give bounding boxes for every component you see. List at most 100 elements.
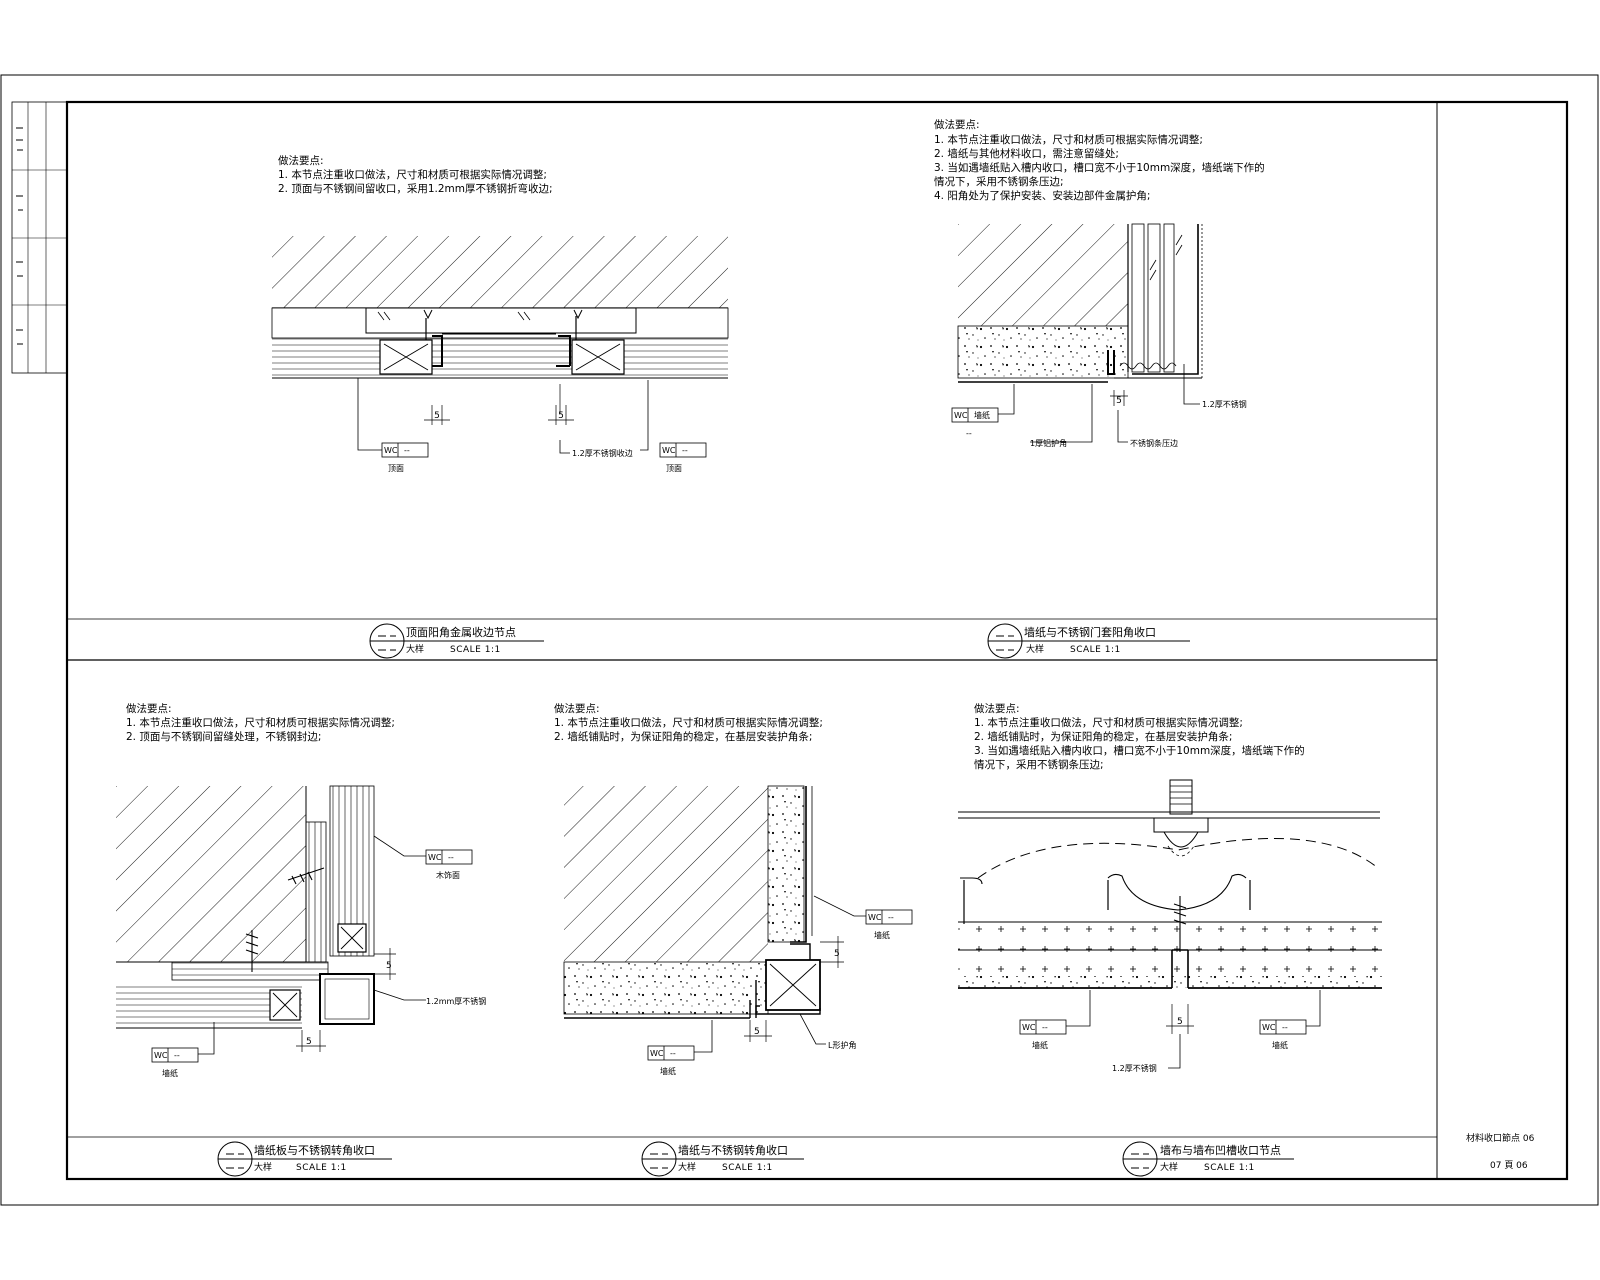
detail-notes: 做法要点: 1. 本节点注重收口做法，尺寸和材质可根据实际情况调整; 2. 顶面…: [126, 702, 395, 743]
svg-text:大样: 大样: [1160, 1161, 1178, 1173]
svg-text:1. 本节点注重收口做法，尺寸和材质可根据实际情况调整;: 1. 本节点注重收口做法，尺寸和材质可根据实际情况调整;: [278, 168, 547, 181]
svg-text:5: 5: [434, 411, 440, 421]
svg-text:--: --: [966, 429, 972, 438]
svg-text:--: --: [670, 1049, 676, 1058]
svg-text:5: 5: [834, 949, 840, 959]
svg-text:5: 5: [1116, 396, 1122, 406]
svg-text:2. 墙纸铺贴时，为保证阳角的稳定，在基层安装护角条;: 2. 墙纸铺贴时，为保证阳角的稳定，在基层安装护角条;: [974, 730, 1232, 743]
svg-text:--: --: [1282, 1023, 1288, 1032]
callouts: WC -- 木饰面 1.2mm厚不锈钢 WC -- 墙纸: [151, 835, 486, 1078]
svg-text:1厚铝护角: 1厚铝护角: [1030, 438, 1067, 448]
detail-2: 做法要点: 1. 本节点注重收口做法，尺寸和材质可根据实际情况调整; 2. 墙纸…: [934, 118, 1265, 659]
detail-1: 做法要点: 1. 本节点注重收口做法，尺寸和材质可根据实际情况调整; 2. 顶面…: [271, 154, 729, 659]
svg-text:2. 墙纸与其他材料收口，需注意留缝处;: 2. 墙纸与其他材料收口，需注意留缝处;: [934, 147, 1119, 160]
svg-text:SCALE 1:1: SCALE 1:1: [1204, 1163, 1255, 1173]
svg-text:顶面: 顶面: [666, 464, 682, 473]
svg-text:不锈钢条压边: 不锈钢条压边: [1130, 438, 1178, 448]
svg-text:墙纸: 墙纸: [1272, 1040, 1288, 1050]
svg-text:2. 顶面与不锈钢间留缝处理，不锈钢封边;: 2. 顶面与不锈钢间留缝处理，不锈钢封边;: [126, 730, 321, 743]
svg-text:墙纸: 墙纸: [974, 410, 990, 420]
svg-text:5: 5: [1177, 1017, 1183, 1027]
callouts: WC -- 墙纸 L形护角 WC -- 墙纸: [647, 895, 913, 1076]
svg-text:1.2厚不锈钢: 1.2厚不锈钢: [1202, 399, 1247, 409]
svg-text:做法要点:: 做法要点:: [974, 702, 1020, 715]
svg-text:大样: 大样: [1026, 643, 1044, 655]
svg-text:--: --: [448, 853, 454, 862]
svg-text:墙纸: 墙纸: [660, 1066, 676, 1076]
detail-title-text: 墙纸与不锈钢门套阳角收口: [1024, 625, 1156, 639]
svg-text:4. 阳角处为了保护安装、安装边部件金属护角;: 4. 阳角处为了保护安装、安装边部件金属护角;: [934, 189, 1150, 202]
dimensions: 5: [1110, 390, 1128, 406]
svg-text:1. 本节点注重收口做法，尺寸和材质可根据实际情况调整;: 1. 本节点注重收口做法，尺寸和材质可根据实际情况调整;: [974, 716, 1243, 729]
svg-text:顶面: 顶面: [388, 464, 404, 473]
svg-text:1. 本节点注重收口做法，尺寸和材质可根据实际情况调整;: 1. 本节点注重收口做法，尺寸和材质可根据实际情况调整;: [126, 716, 395, 729]
svg-text:做法要点:: 做法要点:: [554, 702, 600, 715]
detail-title-text: 墙纸与不锈钢转角收口: [678, 1143, 788, 1157]
callouts: WC -- 墙纸 WC -- 墙纸 1.2厚不锈钢: [1019, 990, 1321, 1073]
svg-text:大样: 大样: [254, 1161, 272, 1173]
svg-text:5: 5: [306, 1037, 312, 1047]
svg-text:1. 本节点注重收口做法，尺寸和材质可根据实际情况调整;: 1. 本节点注重收口做法，尺寸和材质可根据实际情况调整;: [934, 133, 1203, 146]
svg-text:--: --: [1042, 1023, 1048, 1032]
svg-text:情况下，采用不锈钢条压边;: 情况下，采用不锈钢条压边;: [934, 175, 1064, 188]
svg-text:WC: WC: [954, 411, 968, 420]
revision-strip: [11, 101, 68, 374]
detail-title: 顶面阳角金属收边节点 大样 SCALE 1:1: [369, 623, 544, 659]
svg-text:2. 墙纸铺贴时，为保证阳角的稳定，在基层安装护角条;: 2. 墙纸铺贴时，为保证阳角的稳定，在基层安装护角条;: [554, 730, 812, 743]
svg-text:WC: WC: [868, 913, 882, 922]
section-drawing: [958, 779, 1382, 989]
svg-text:做法要点:: 做法要点:: [934, 118, 980, 131]
svg-text:3. 当如遇墙纸贴入槽内收口，槽口宽不小于10mm深度，墙纸: 3. 当如遇墙纸贴入槽内收口，槽口宽不小于10mm深度，墙纸端下作的: [974, 744, 1305, 757]
detail-title-text: 墙纸板与不锈钢转角收口: [254, 1143, 375, 1157]
svg-text:WC: WC: [1262, 1023, 1276, 1032]
detail-4: 做法要点: 1. 本节点注重收口做法，尺寸和材质可根据实际情况调整; 2. 墙纸…: [554, 702, 913, 1177]
svg-text:5: 5: [754, 1027, 760, 1037]
svg-text:大样: 大样: [406, 643, 424, 655]
detail-3: 做法要点: 1. 本节点注重收口做法，尺寸和材质可根据实际情况调整; 2. 顶面…: [116, 702, 486, 1177]
svg-text:5: 5: [386, 961, 392, 971]
svg-text:2. 顶面与不锈钢间留收口，采用1.2mm厚不锈钢折弯收边;: 2. 顶面与不锈钢间留收口，采用1.2mm厚不锈钢折弯收边;: [278, 182, 553, 195]
svg-text:--: --: [174, 1051, 180, 1060]
dimensions: 5: [1166, 1004, 1194, 1034]
section-drawing: [957, 223, 1203, 383]
svg-text:大样: 大样: [678, 1161, 696, 1173]
sheet-info-line1: 材料收口節点 06: [1466, 1132, 1535, 1144]
dimensions: 5 5: [424, 384, 574, 425]
svg-text:做法要点:: 做法要点:: [278, 154, 324, 167]
svg-text:SCALE 1:1: SCALE 1:1: [1070, 645, 1121, 655]
section-drawing: [116, 785, 375, 1029]
svg-text:木饰面: 木饰面: [436, 870, 460, 880]
detail-title: 墙纸与不锈钢转角收口 大样 SCALE 1:1: [641, 1141, 804, 1177]
callouts: WC 墙纸 -- 1.2厚不锈钢 1厚铝护角 不锈钢条压边: [951, 364, 1247, 448]
detail-title: 墙纸与不锈钢门套阳角收口 大样 SCALE 1:1: [987, 623, 1190, 659]
svg-text:墙纸: 墙纸: [162, 1068, 178, 1078]
svg-text:SCALE 1:1: SCALE 1:1: [722, 1163, 773, 1173]
sheet-info-line2: 07 頁 06: [1490, 1160, 1528, 1171]
svg-text:SCALE 1:1: SCALE 1:1: [450, 645, 501, 655]
svg-text:SCALE 1:1: SCALE 1:1: [296, 1163, 347, 1173]
section-drawing: [271, 236, 729, 379]
svg-text:墙纸: 墙纸: [1032, 1040, 1048, 1050]
svg-text:WC: WC: [1022, 1023, 1036, 1032]
svg-text:1.2mm厚不锈钢: 1.2mm厚不锈钢: [426, 996, 486, 1006]
svg-text:3. 当如遇墙纸贴入槽内收口，槽口宽不小于10mm深度，墙纸: 3. 当如遇墙纸贴入槽内收口，槽口宽不小于10mm深度，墙纸端下作的: [934, 161, 1265, 174]
detail-title-text: 墙布与墙布凹槽收口节点: [1160, 1143, 1281, 1157]
svg-text:5: 5: [558, 411, 564, 421]
svg-text:1. 本节点注重收口做法，尺寸和材质可根据实际情况调整;: 1. 本节点注重收口做法，尺寸和材质可根据实际情况调整;: [554, 716, 823, 729]
svg-text:1.2厚不锈钢收边: 1.2厚不锈钢收边: [572, 448, 633, 458]
svg-text:1.2厚不锈钢: 1.2厚不锈钢: [1112, 1063, 1157, 1073]
svg-text:--: --: [682, 446, 688, 455]
svg-text:做法要点:: 做法要点:: [126, 702, 172, 715]
svg-text:--: --: [404, 446, 410, 455]
svg-text:--: --: [888, 913, 894, 922]
svg-text:WC: WC: [650, 1049, 664, 1058]
detail-5: 做法要点: 1. 本节点注重收口做法，尺寸和材质可根据实际情况调整; 2. 墙纸…: [958, 702, 1382, 1177]
detail-notes: 做法要点: 1. 本节点注重收口做法，尺寸和材质可根据实际情况调整; 2. 墙纸…: [554, 702, 823, 743]
detail-notes: 做法要点: 1. 本节点注重收口做法，尺寸和材质可根据实际情况调整; 2. 墙纸…: [934, 118, 1265, 202]
sheet-frame: [0, 74, 1599, 1206]
svg-text:墙纸: 墙纸: [874, 930, 890, 940]
dimensions: 5 5: [296, 948, 396, 1052]
svg-text:情况下，采用不锈钢条压边;: 情况下，采用不锈钢条压边;: [974, 758, 1104, 771]
svg-text:WC: WC: [384, 446, 398, 455]
